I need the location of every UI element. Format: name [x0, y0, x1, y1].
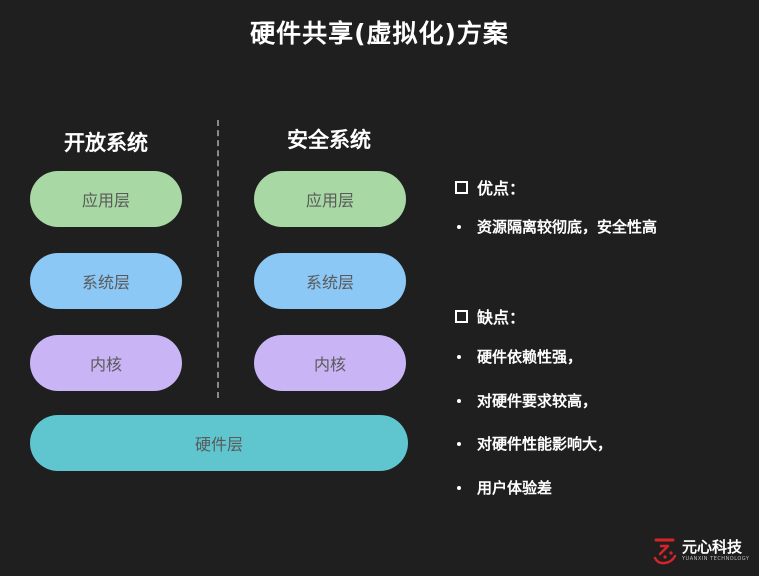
- logo-name: 元心科技: [682, 538, 743, 556]
- cons-heading: 缺点：: [455, 304, 525, 328]
- secure-system-layer: 系统层: [254, 253, 406, 309]
- logo-subtitle: YUANXIN TECHNOLOGY: [682, 556, 750, 562]
- checkbox-icon: [455, 309, 468, 323]
- open-kernel-layer: 内核: [30, 335, 182, 391]
- company-logo: 元心科技 YUANXIN TECHNOLOGY: [652, 536, 749, 566]
- bullet-icon: [457, 224, 461, 229]
- bullet-icon: [457, 485, 461, 490]
- slide-title: 硬件共享(虚拟化)方案: [250, 19, 509, 48]
- cons-item-label: 用户体验差: [477, 479, 553, 497]
- open-system-title: 开放系统: [64, 131, 148, 155]
- cons-item-label: 对硬件要求较高，: [477, 392, 598, 410]
- cons-item: 对硬件性能影响大，: [457, 433, 612, 454]
- column-divider: [217, 120, 219, 398]
- secure-system-title: 安全系统: [287, 128, 371, 152]
- pros-heading-label: 优点：: [477, 179, 526, 198]
- cons-item: 对硬件要求较高，: [457, 390, 597, 411]
- checkbox-icon: [455, 180, 468, 194]
- bullet-icon: [457, 441, 461, 446]
- pros-heading: 优点：: [455, 175, 525, 199]
- pros-item: 资源隔离较彻底，安全性高: [457, 216, 657, 237]
- cons-heading-label: 缺点：: [477, 308, 526, 327]
- cons-item-label: 硬件依赖性强，: [477, 348, 583, 366]
- cons-item: 硬件依赖性强，: [457, 346, 582, 367]
- cons-item: 用户体验差: [457, 477, 552, 498]
- pros-item-label: 资源隔离较彻底，安全性高: [477, 218, 658, 236]
- cons-item-label: 对硬件性能影响大，: [477, 435, 613, 453]
- hardware-layer: 硬件层: [30, 415, 408, 471]
- bullet-icon: [457, 354, 461, 359]
- secure-kernel-layer: 内核: [254, 335, 406, 391]
- open-system-layer: 系统层: [30, 253, 182, 309]
- bullet-icon: [457, 398, 461, 403]
- logo-mark-icon: [653, 538, 677, 565]
- open-app-layer: 应用层: [30, 171, 182, 227]
- secure-app-layer: 应用层: [254, 171, 406, 227]
